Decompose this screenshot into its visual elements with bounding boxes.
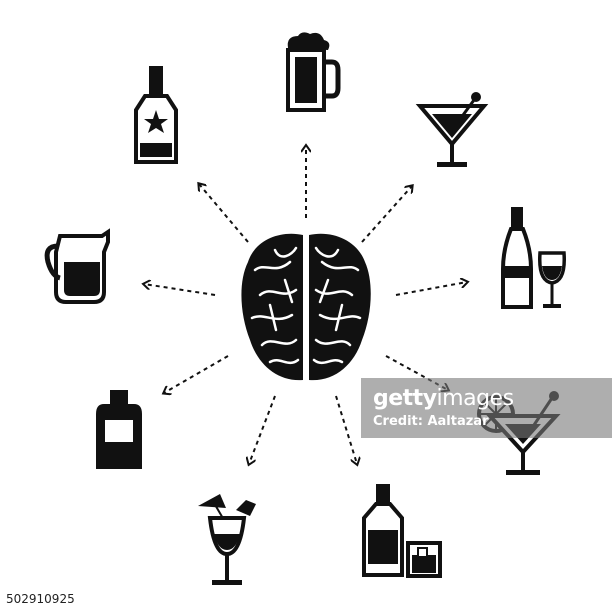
- image-number: 502910925: [4, 592, 77, 606]
- champagne-bottle-and-glass-icon: [501, 207, 566, 309]
- watermark-brand-bold: getty: [373, 386, 437, 411]
- tropical-cocktail-icon: [198, 494, 256, 585]
- whiskey-bottle-star-icon: [134, 66, 178, 164]
- arrow-upper-right: [361, 186, 412, 243]
- whiskey-bottle-with-ice-glass-icon: [362, 484, 442, 578]
- beer-mug-icon: [286, 32, 341, 112]
- arrow-upper-left: [199, 184, 249, 243]
- watermark-brand-light: images: [436, 386, 515, 411]
- arrow-right: [395, 282, 467, 296]
- arrow-left: [144, 284, 216, 296]
- watermark-credit: Credit: Aaltazar: [373, 414, 489, 429]
- getty-watermark: gettyimages Credit: Aaltazar: [361, 378, 612, 438]
- pitcher-icon: [44, 228, 110, 304]
- arrow-down-right: [335, 395, 357, 464]
- arrow-lower-left: [164, 355, 229, 393]
- liquor-bottle-icon: [96, 390, 142, 469]
- martini-glass-icon: [415, 92, 489, 167]
- watermark-logo: gettyimages: [373, 386, 514, 411]
- brain-icon: [241, 233, 371, 381]
- arrow-down-left: [249, 395, 276, 464]
